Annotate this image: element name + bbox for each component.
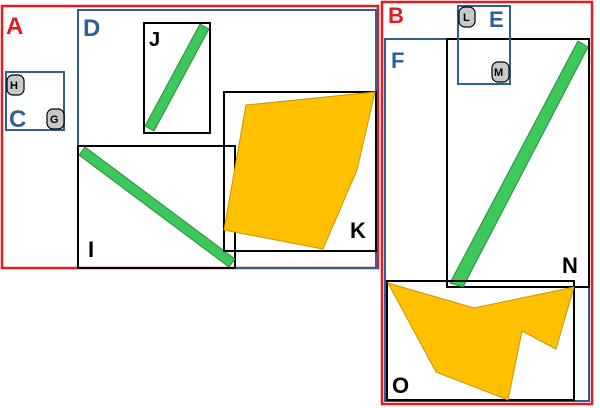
label-d: D	[83, 15, 100, 42]
label-i: I	[88, 237, 94, 262]
label-k: K	[350, 218, 366, 243]
badge-h	[6, 74, 25, 96]
label-f: F	[391, 48, 404, 73]
yellow-shape-k	[223, 91, 376, 250]
label-n: N	[562, 253, 578, 278]
label-a: A	[6, 13, 23, 40]
box-e	[457, 5, 511, 85]
box-b	[380, 0, 594, 406]
label-g: G	[50, 114, 59, 126]
badge-g	[46, 108, 65, 130]
label-o: O	[392, 373, 409, 398]
label-l: L	[463, 12, 470, 24]
green-bar-i	[78, 146, 236, 268]
label-e: E	[489, 7, 504, 32]
box-o	[386, 280, 575, 401]
badge-m	[491, 61, 510, 83]
box-k	[223, 91, 377, 252]
label-b: B	[388, 3, 404, 28]
box-j	[143, 22, 211, 134]
green-bar-n	[449, 40, 589, 288]
yellow-shape-o	[386, 282, 575, 401]
green-bar-j	[144, 23, 210, 132]
box-c	[5, 71, 65, 131]
label-m: M	[494, 67, 503, 79]
label-c: C	[9, 106, 26, 133]
label-j: J	[149, 29, 160, 51]
label-h: H	[10, 80, 18, 92]
badge-l	[458, 6, 476, 28]
box-n	[446, 38, 590, 288]
